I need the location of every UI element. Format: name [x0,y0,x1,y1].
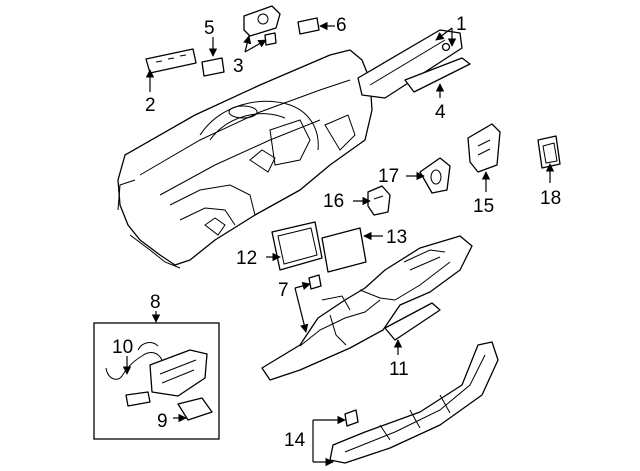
callout-8: 8 [150,292,161,313]
callout-2: 2 [145,95,156,116]
callout-5: 5 [204,18,215,39]
connector-pad [177,397,213,421]
lower-trim-strip [404,57,471,93]
callout-7: 7 [278,280,289,301]
callout-12: 12 [236,248,257,269]
callout-14: 14 [284,430,306,451]
pad-insert [201,57,225,77]
callout-3: 3 [233,56,244,77]
leader-lines [122,21,555,467]
callout-10: 10 [112,337,133,358]
clip-set [308,274,322,290]
access-cover [537,135,561,169]
callout-6: 6 [336,15,347,36]
knob-housing [419,157,451,194]
callout-4: 4 [435,102,446,123]
instrument-panel [117,49,373,269]
fastener-clip [441,42,451,52]
callout-16: 16 [323,191,344,212]
callout-1: 1 [456,14,467,35]
callout-18: 18 [540,188,561,209]
glove-box-assembly [261,235,473,381]
knee-panel [329,341,499,464]
display-panel [321,227,367,273]
bracket [243,5,281,46]
inset-frame [93,322,220,440]
callout-17: 17 [378,166,399,187]
callout-labels: 1 2 3 4 5 6 7 8 9 10 11 12 13 14 15 16 1… [112,14,561,451]
airbag-module [125,349,208,407]
callout-13: 13 [386,227,407,248]
upper-trim-panel [357,29,463,99]
switch-assembly [367,185,391,216]
vent-grille [145,48,197,74]
switch-bezel [467,123,501,173]
small-pad [297,17,320,35]
wiring-harness [105,342,163,380]
callout-11: 11 [389,359,409,380]
lower-trim-pad [384,302,441,341]
callout-15: 15 [473,196,494,217]
callout-9: 9 [157,411,168,432]
display-screen [271,221,323,271]
